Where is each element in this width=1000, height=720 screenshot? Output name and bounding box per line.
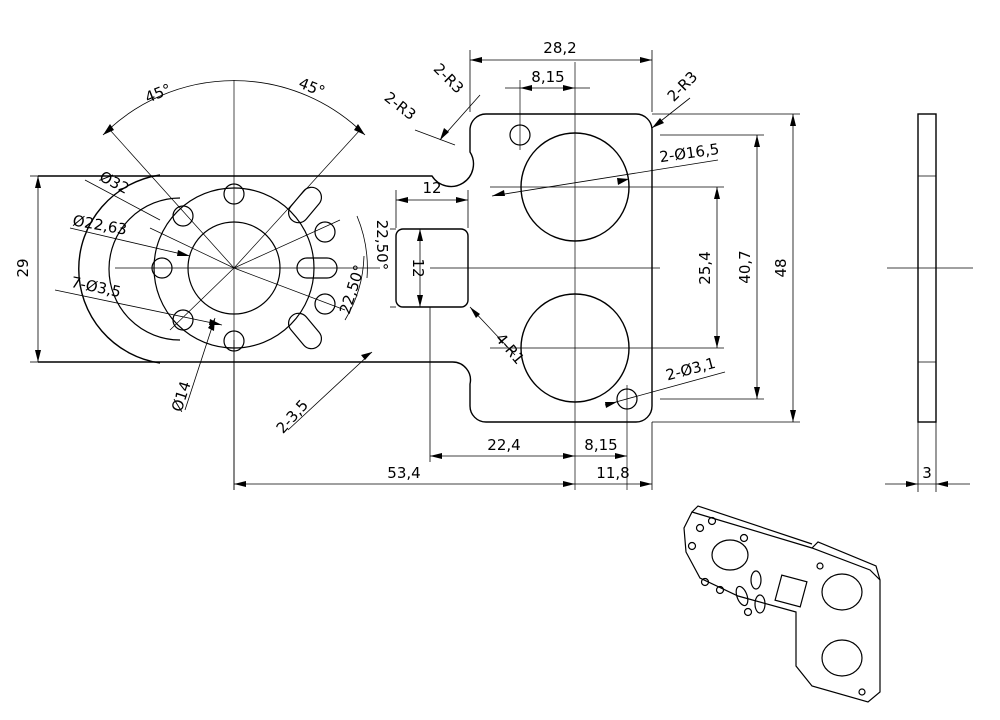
slot-2-3-5: 2-3,5 bbox=[273, 396, 312, 437]
plate-outline bbox=[38, 113, 653, 423]
large-holes bbox=[509, 124, 638, 410]
distance-53-4: 53,4 bbox=[387, 464, 420, 482]
distance-40-7: 40,7 bbox=[736, 250, 754, 283]
diameter-16-5: 2-Ø16,5 bbox=[658, 140, 720, 166]
angle-45-left: 45° bbox=[142, 80, 173, 107]
square-height-12: 12 bbox=[409, 258, 427, 277]
angle-22-50-upper: 22,50° bbox=[373, 220, 391, 270]
width-28-2: 28,2 bbox=[543, 39, 576, 57]
height-48: 48 bbox=[772, 258, 790, 277]
distance-25-4: 25,4 bbox=[696, 251, 714, 284]
thickness-3: 3 bbox=[922, 464, 932, 482]
angle-45-right: 45° bbox=[296, 74, 327, 101]
distance-22-4: 22,4 bbox=[487, 436, 520, 454]
holes-7-diameter-3-5: 7-Ø3,5 bbox=[69, 273, 122, 301]
diameter-14: Ø14 bbox=[168, 379, 195, 414]
distance-8-15-bottom: 8,15 bbox=[584, 436, 617, 454]
holes-2-diameter-3-1: 2-Ø3,1 bbox=[664, 354, 718, 384]
radius-2-r3-top: 2-R3 bbox=[430, 60, 467, 97]
height-29: 29 bbox=[14, 258, 32, 277]
square-width-12: 12 bbox=[422, 179, 441, 197]
dimension-lines bbox=[35, 57, 796, 487]
radius-2-r3-left: 2-R3 bbox=[381, 88, 420, 124]
distance-11-8: 11,8 bbox=[596, 464, 629, 482]
radius-2-r3-right: 2-R3 bbox=[664, 68, 701, 105]
diameter-32: Ø32 bbox=[96, 167, 132, 197]
angle-22-50-lower: 22,50° bbox=[336, 263, 369, 317]
hole-offset-8-15-top: 8,15 bbox=[531, 68, 564, 86]
side-view bbox=[885, 113, 973, 492]
isometric-view bbox=[683, 505, 881, 703]
